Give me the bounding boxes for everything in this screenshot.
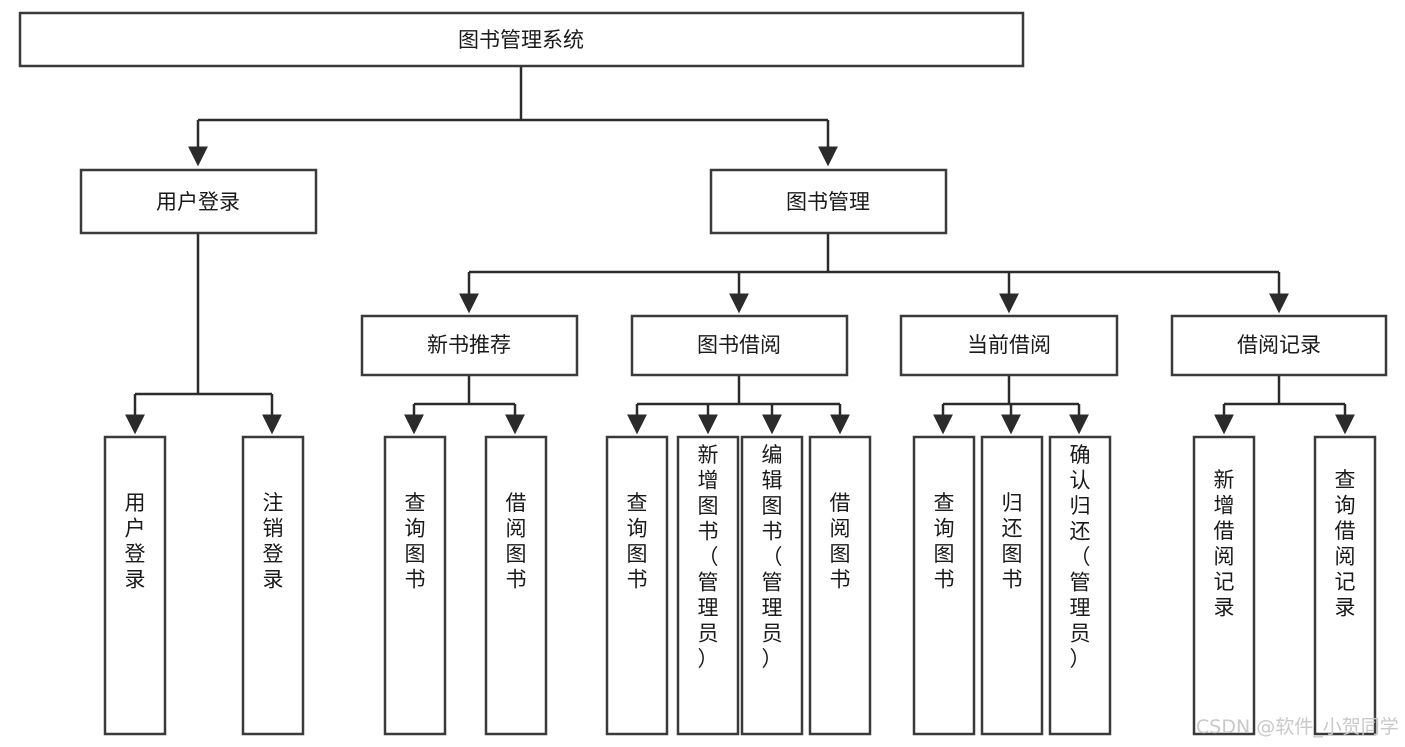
leaf-borrow-book-1-box[interactable] [484,435,548,736]
leaf-query-book-2-box[interactable] [605,435,669,736]
node-root-label: 图书管理系统 [458,28,584,52]
leaf-edit-book-label: 编辑图书（管理员） [762,443,783,671]
node-book-borrow-label: 图书借阅 [697,333,781,357]
node-new-book-recommend[interactable]: 新书推荐 [360,314,579,377]
leaf-query-book-3-label: 查询图书 [934,491,955,592]
leaf-query-book-1-box[interactable] [383,435,447,736]
leaf-borrow-book-1[interactable]: 借阅图书 [484,435,548,736]
node-book-manage-label: 图书管理 [786,190,870,214]
node-user-login[interactable]: 用户登录 [79,168,318,235]
csdn-watermark: CSDN @软件_小贺同学 [1196,716,1399,738]
node-current-borrow-box[interactable] [899,314,1119,377]
leaf-query-book-3[interactable]: 查询图书 [912,435,976,736]
node-borrow-record-label: 借阅记录 [1237,333,1321,357]
leaf-query-record[interactable]: 查询借阅记录 [1313,435,1377,736]
node-book-manage-box[interactable] [709,168,948,235]
node-current-borrow-label: 当前借阅 [967,333,1051,357]
leaf-add-record[interactable]: 新增借阅记录 [1192,435,1256,736]
leaf-return-book-box[interactable] [980,435,1044,736]
node-borrow-record[interactable]: 借阅记录 [1170,314,1388,377]
leaf-add-book-label: 新增图书（管理员） [698,443,719,671]
leaf-add-record-box[interactable] [1192,435,1256,736]
leaf-query-book-3-box[interactable] [912,435,976,736]
node-book-borrow-box[interactable] [630,314,849,377]
leaf-edit-book[interactable]: 编辑图书（管理员） [740,435,804,736]
leaf-query-record-label: 查询借阅记录 [1335,468,1356,620]
leaf-confirm-return[interactable]: 确认归还（管理员） [1048,435,1112,736]
leaf-confirm-return-box[interactable] [1048,435,1112,736]
node-user-login-label: 用户登录 [156,190,240,214]
leaf-return-book-label: 归还图书 [1002,491,1023,592]
node-user-login-box[interactable] [79,168,318,235]
node-borrow-record-box[interactable] [1170,314,1388,377]
leaf-query-book-2-label: 查询图书 [627,491,648,592]
leaf-add-book-box[interactable] [676,435,740,736]
leaf-user-login-box[interactable] [103,435,167,736]
leaf-logout-login[interactable]: 注销登录 [241,435,305,736]
leaf-add-record-label: 新增借阅记录 [1214,468,1235,620]
leaf-edit-book-box[interactable] [740,435,804,736]
node-book-borrow[interactable]: 图书借阅 [630,314,849,377]
leaf-query-book-1[interactable]: 查询图书 [383,435,447,736]
leaf-borrow-book-1-label: 借阅图书 [506,491,527,592]
leaf-user-login[interactable]: 用户登录 [103,435,167,736]
leaf-add-book[interactable]: 新增图书（管理员） [676,435,740,736]
leaf-logout-login-label: 注销登录 [263,491,284,592]
leaf-borrow-book-2-box[interactable] [808,435,872,736]
node-root-box[interactable] [18,11,1025,68]
leaf-borrow-book-2-label: 借阅图书 [830,491,851,592]
node-root[interactable]: 图书管理系统 [18,11,1025,68]
leaf-logout-login-box[interactable] [241,435,305,736]
leaf-borrow-book-2[interactable]: 借阅图书 [808,435,872,736]
connector-layer [125,66,1355,435]
node-book-manage[interactable]: 图书管理 [709,168,948,235]
leaf-query-book-1-label: 查询图书 [405,491,426,592]
node-new-book-recommend-label: 新书推荐 [427,333,511,357]
leaf-return-book[interactable]: 归还图书 [980,435,1044,736]
node-new-book-recommend-box[interactable] [360,314,579,377]
leaf-user-login-label: 用户登录 [125,491,146,592]
node-current-borrow[interactable]: 当前借阅 [899,314,1119,377]
leaf-query-record-box[interactable] [1313,435,1377,736]
leaf-query-book-2[interactable]: 查询图书 [605,435,669,736]
leaf-confirm-return-label: 确认归还（管理员） [1070,443,1091,671]
